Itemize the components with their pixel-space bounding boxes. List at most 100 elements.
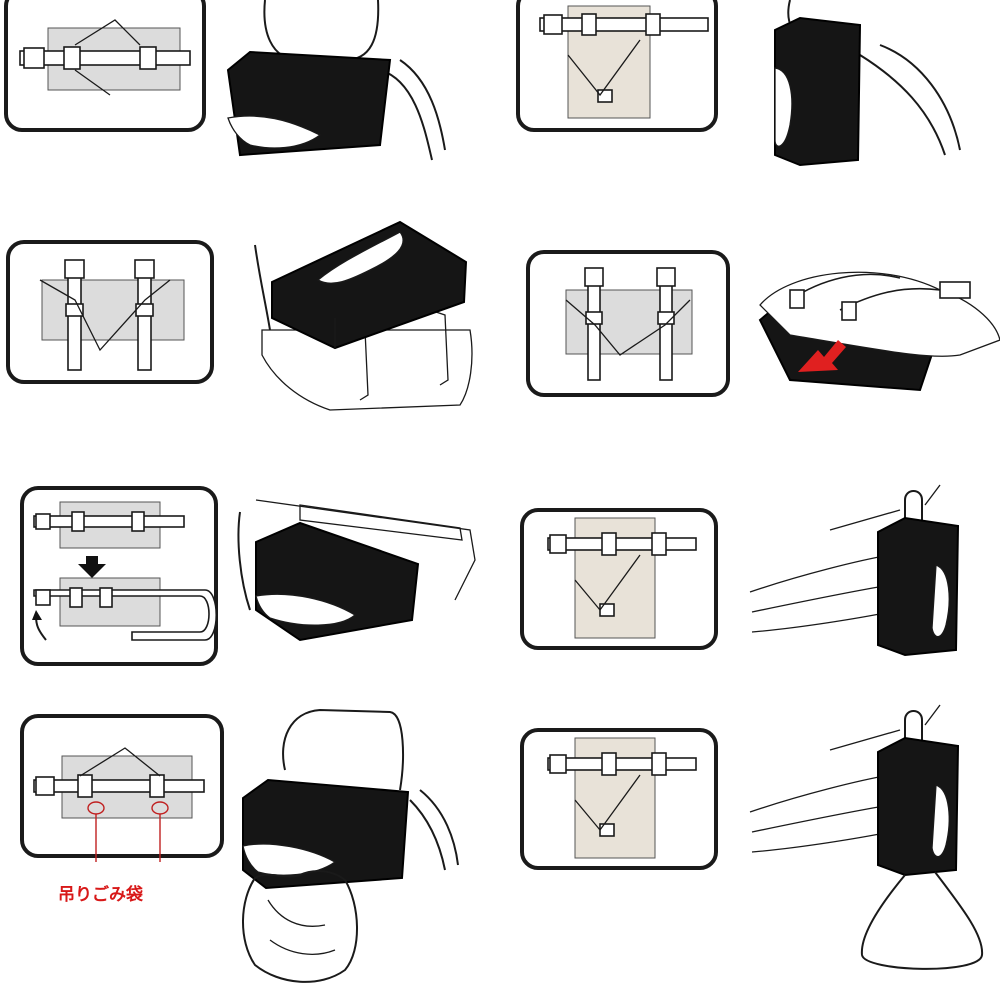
strap-clip	[601, 532, 617, 556]
strap-clip	[63, 46, 81, 70]
tissue-paper	[931, 564, 950, 638]
strap-buckle	[841, 301, 857, 321]
pointer-line	[829, 509, 901, 531]
strap	[547, 537, 697, 551]
headrest-outline	[282, 708, 404, 791]
strap-buckle	[35, 776, 55, 796]
strap	[33, 779, 205, 793]
hook	[904, 490, 923, 525]
windshield-edge	[237, 511, 251, 611]
step-headrest-vertical	[516, 0, 961, 167]
seat-line	[751, 584, 891, 613]
step-sunvisor-strap	[20, 486, 476, 666]
strap-clip	[131, 511, 145, 532]
tissue-paper	[227, 115, 322, 149]
seat-line	[749, 774, 891, 813]
strap-buckle	[134, 259, 155, 279]
seat-line	[749, 554, 891, 593]
tissue-box	[774, 16, 862, 167]
tissue-box-panel	[41, 279, 185, 341]
strap	[539, 17, 709, 32]
strap-buckle	[64, 259, 85, 279]
seat-line	[751, 831, 891, 853]
strap-clip	[77, 774, 93, 798]
strap-clip	[69, 587, 83, 608]
step-seat-box-top	[6, 220, 473, 411]
pointer-line	[924, 484, 941, 506]
strap-buckle	[549, 754, 567, 774]
pointer-line	[74, 69, 111, 96]
return-arrow-head	[32, 610, 42, 620]
strap-clip	[585, 311, 603, 325]
hook-tab	[599, 603, 615, 617]
pointer-line	[39, 279, 171, 352]
bag-handle-loop	[860, 871, 984, 970]
tissue-paper	[316, 231, 404, 284]
hook	[904, 710, 923, 745]
seat-outline	[409, 799, 446, 871]
trash-bag-fold	[269, 939, 336, 955]
visor-outline	[255, 499, 476, 601]
seat-outline	[254, 244, 271, 331]
direction-arrow	[798, 340, 846, 372]
strap-clip	[601, 752, 617, 776]
seat-line	[751, 611, 891, 633]
pointer-line	[79, 747, 161, 777]
strap-clip	[645, 13, 661, 36]
strap-buckle	[584, 267, 604, 287]
strap-loop	[33, 589, 217, 641]
pointer-line	[829, 729, 901, 751]
tissue-paper	[774, 67, 793, 147]
trash-bag	[242, 870, 358, 983]
strap	[547, 757, 697, 771]
headrest-clip	[939, 281, 971, 299]
pointer-line	[574, 554, 641, 612]
strap	[19, 50, 191, 66]
tissue-box	[271, 220, 468, 350]
seat-line	[751, 804, 891, 833]
pointer-line	[924, 704, 941, 726]
step-hanging-bag	[20, 708, 459, 983]
strap-drawing	[429, 309, 449, 386]
strap-clip	[99, 587, 113, 608]
pointer-line	[565, 299, 691, 356]
strap-buckle	[656, 267, 676, 287]
strap-clip	[651, 532, 667, 556]
pointer-line	[74, 19, 141, 46]
strap-buckle	[35, 589, 51, 606]
pointer-line	[574, 774, 641, 832]
seat-outline	[399, 59, 446, 151]
strap-clip	[139, 46, 157, 70]
strap-buckle	[549, 534, 567, 554]
strap-clip	[71, 511, 85, 532]
strap-buckle	[789, 289, 805, 309]
seat-cushion	[261, 329, 473, 411]
seat-outline	[859, 54, 946, 156]
hook-tab	[599, 823, 615, 837]
step-hook-with-bag	[520, 704, 984, 970]
step-seat-box-underside	[526, 250, 1000, 397]
hanging-bag-label: 吊りごみ袋	[58, 885, 143, 905]
headrest-outline	[263, 0, 380, 61]
strap	[659, 271, 673, 381]
strap	[33, 515, 185, 528]
seat-outline	[379, 69, 433, 161]
strap-clip	[149, 774, 165, 798]
strap-clip	[581, 13, 597, 36]
strap-buckle	[543, 14, 563, 35]
seat-outline	[879, 44, 961, 151]
tissue-paper	[255, 593, 357, 626]
visor-outline	[299, 504, 463, 541]
tissue-paper	[931, 784, 950, 858]
strap-clip	[135, 303, 154, 317]
hook-tab	[597, 89, 613, 103]
step-hook-vertical	[520, 484, 960, 657]
strap-buckle	[35, 513, 51, 530]
seat-outline	[419, 789, 459, 866]
strap	[587, 271, 601, 381]
strap-buckle	[23, 47, 45, 69]
trash-bag-fold	[267, 899, 326, 927]
down-arrow	[78, 556, 106, 578]
pointer-line	[567, 39, 641, 97]
